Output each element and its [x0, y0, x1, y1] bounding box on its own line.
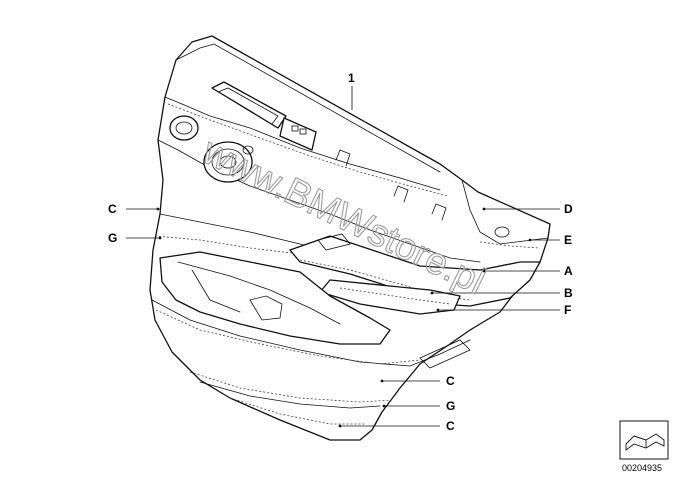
- callout-a: A: [564, 264, 573, 278]
- callout-g-lower: G: [446, 399, 455, 413]
- callout-e: E: [564, 233, 572, 247]
- callout-leaders: [126, 86, 560, 428]
- callout-c-lower: C: [446, 419, 455, 433]
- callout-part-1: 1: [348, 71, 355, 85]
- callout-f: F: [564, 303, 571, 317]
- callout-c-upper: C: [108, 202, 117, 216]
- catalog-symbol-icon: [619, 420, 669, 460]
- callout-c-mid: C: [446, 374, 455, 388]
- callout-b: B: [564, 286, 573, 300]
- door-trim-panel: [149, 35, 551, 441]
- callout-g-upper: G: [108, 231, 117, 245]
- callout-d: D: [564, 202, 573, 216]
- reference-number: 00204935: [622, 463, 662, 473]
